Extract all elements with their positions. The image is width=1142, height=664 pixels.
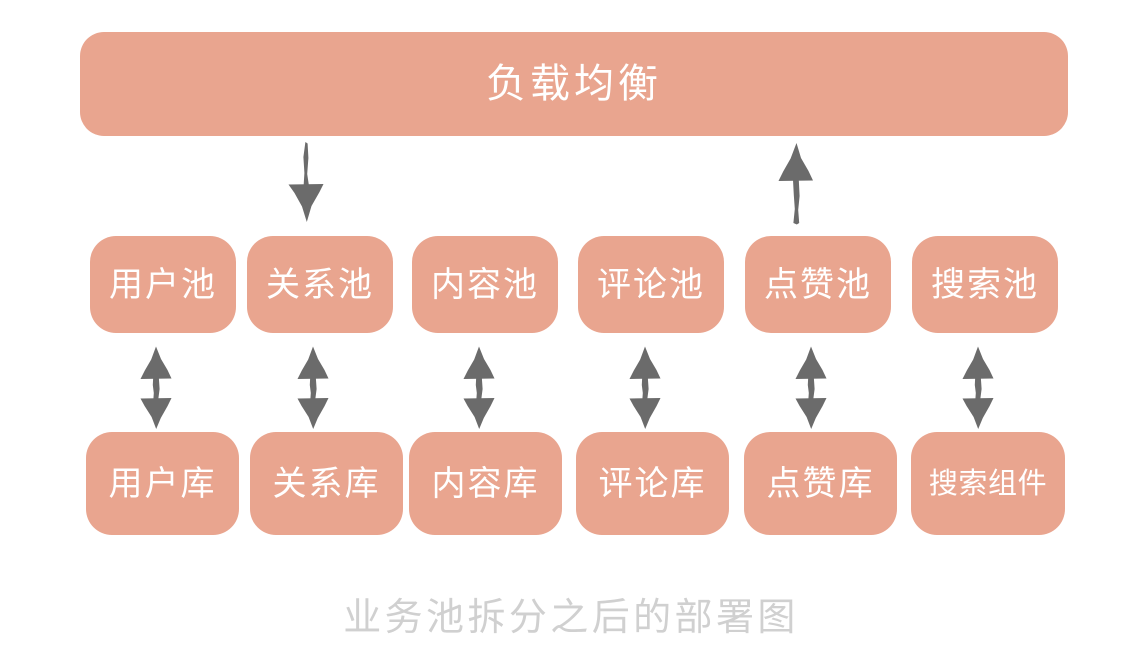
store-node-search-component[interactable]: 搜索组件 [911,432,1065,535]
load-balancer-node[interactable]: 负载均衡 [80,32,1068,136]
pool-store-bidirectional-arrow-search [960,345,996,431]
pool-store-bidirectional-arrow-comment [627,345,663,431]
pool-store-bidirectional-arrow-like [793,345,829,431]
pool-store-bidirectional-arrow-content [461,345,497,431]
diagram-caption: 业务池拆分之后的部署图 [343,595,799,639]
load-balancer-label: 负载均衡 [486,61,662,107]
pool-node-user[interactable]: 用户池 [90,236,236,333]
pool-node-content[interactable]: 内容池 [412,236,558,333]
pool-node-like[interactable]: 点赞池 [745,236,891,333]
pool-store-bidirectional-arrow-relation [295,345,331,431]
store-label-search-component: 搜索组件 [928,466,1048,500]
pool-label-content: 内容池 [430,264,540,305]
store-node-content[interactable]: 内容库 [409,432,562,535]
pool-label-comment: 评论池 [596,264,706,305]
store-label-user: 用户库 [108,463,217,504]
pool-node-search[interactable]: 搜索池 [912,236,1058,333]
pool-store-bidirectional-arrow-user [138,345,174,431]
pool-label-relation: 关系池 [265,264,375,305]
store-label-relation: 关系库 [272,463,381,504]
store-label-comment: 评论库 [598,463,707,504]
pool-label-user: 用户池 [108,264,218,305]
store-node-user[interactable]: 用户库 [86,432,239,535]
pool-label-like: 点赞池 [763,264,873,305]
pool-to-load-balancer-up-arrow [776,140,816,226]
store-node-comment[interactable]: 评论库 [576,432,729,535]
pool-node-relation[interactable]: 关系池 [247,236,393,333]
store-node-like[interactable]: 点赞库 [744,432,897,535]
pool-node-comment[interactable]: 评论池 [578,236,724,333]
load-balancer-to-pool-down-arrow [286,140,326,226]
store-label-like: 点赞库 [766,463,875,504]
pool-label-search: 搜索池 [930,264,1040,305]
store-label-content: 内容库 [431,463,540,504]
store-node-relation[interactable]: 关系库 [250,432,403,535]
